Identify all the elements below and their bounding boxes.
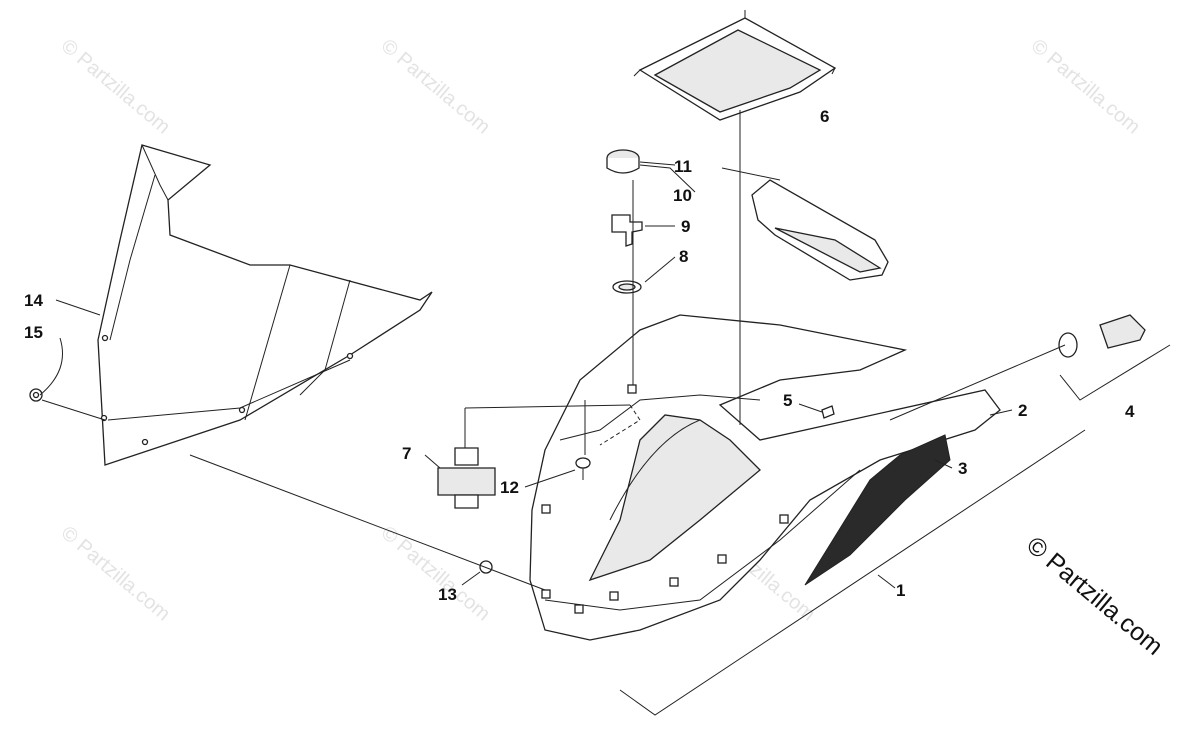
- watermark: © Partzilla.com: [57, 522, 174, 625]
- part-13-clip: [479, 560, 493, 574]
- watermark: © Partzilla.com: [377, 522, 494, 625]
- callout-11: 11: [674, 157, 692, 176]
- part-11-module: [751, 179, 889, 281]
- part-10-cap: [606, 149, 640, 174]
- leader-lines: [39, 110, 1171, 716]
- callouts: 1 2 3 4 5 6 7 8 9 10 11 12 13 14 15: [24, 107, 1135, 604]
- callout-2: 2: [1018, 401, 1027, 420]
- watermark: © Partzilla.com: [1027, 35, 1144, 138]
- callout-4: 4: [1125, 402, 1135, 421]
- callout-10: 10: [673, 186, 692, 205]
- callout-5: 5: [783, 391, 792, 410]
- callout-8: 8: [679, 247, 688, 266]
- part-7-switch: [437, 447, 496, 509]
- part-15-nut: [29, 388, 43, 402]
- windshield-left: [97, 144, 433, 466]
- part-3-decal: [804, 434, 951, 586]
- callout-9: 9: [681, 217, 690, 236]
- callout-3: 3: [958, 459, 967, 478]
- callout-1: 1: [896, 581, 905, 600]
- callout-6: 6: [820, 107, 829, 126]
- part-9-key: [611, 214, 643, 247]
- watermark: © Partzilla.com: [57, 35, 174, 138]
- callout-12: 12: [500, 478, 519, 497]
- part-12-bolt: [575, 457, 591, 480]
- part-1-hood: [529, 314, 1001, 641]
- callout-15: 15: [24, 323, 43, 342]
- callout-7: 7: [402, 444, 411, 463]
- part-5-screw: [821, 405, 835, 419]
- callout-14: 14: [24, 291, 43, 310]
- part-4-socket: [1058, 314, 1146, 358]
- part-6-tray: [633, 10, 837, 121]
- callout-13: 13: [438, 585, 457, 604]
- copyright-text: © Partzilla.com: [1021, 531, 1168, 661]
- part-8-ring: [612, 280, 642, 294]
- watermark: © Partzilla.com: [377, 35, 494, 138]
